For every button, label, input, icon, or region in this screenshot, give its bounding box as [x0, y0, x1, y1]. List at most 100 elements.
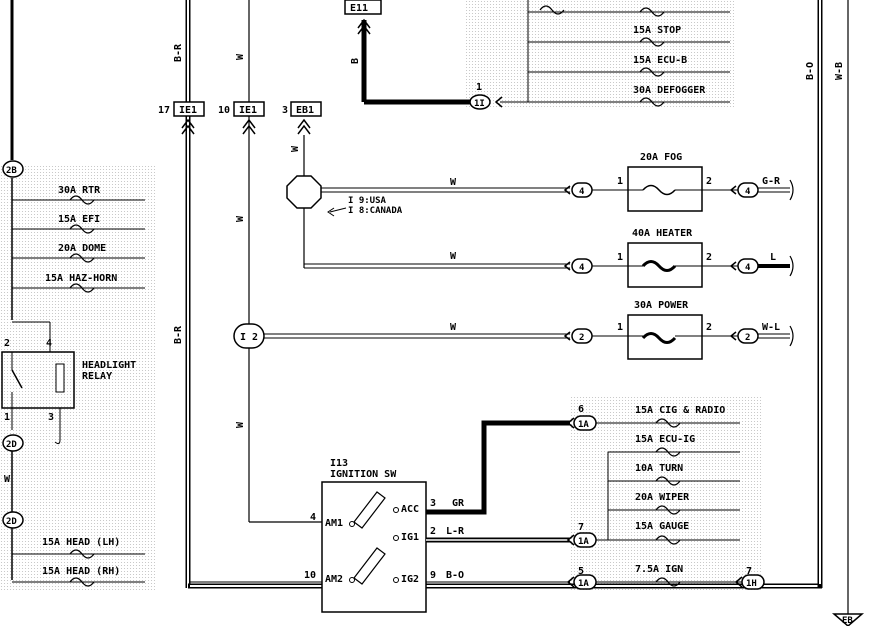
svg-text:1I: 1I	[474, 99, 485, 109]
main-vertical-wires: B-R B-R B-O W-B W W W W B	[173, 0, 849, 614]
fuse-block-left-shade	[0, 165, 155, 590]
right-fuse-block: 15A CIG & RADIO 15A ECU-IG 10A TURN 20A …	[596, 405, 742, 587]
svg-text:G-R: G-R	[762, 176, 781, 187]
headlight-relay-box	[1, 351, 75, 409]
svg-text:2: 2	[579, 333, 584, 343]
svg-text:4: 4	[579, 263, 585, 273]
wire-w-d: W	[290, 145, 301, 152]
svg-text:2: 2	[745, 333, 750, 343]
fuse-15a-head-lh-label: 15A HEAD (LH)	[42, 537, 120, 548]
svg-text:5: 5	[578, 566, 584, 577]
ignition-switch: I13 IGNITION SW AM1 AM2 ACC IG1 IG2 4 10…	[304, 458, 465, 613]
octagon-junction	[286, 175, 322, 209]
svg-text:3: 3	[282, 105, 288, 116]
fuse-30a-rtr-label: 30A RTR	[58, 185, 101, 196]
fuse-15a-ecu-ig-label: 15A ECU-IG	[635, 434, 695, 445]
wire-w-a: W	[235, 53, 246, 60]
wire-w-fog: W	[450, 177, 457, 188]
wire-w-c: W	[235, 421, 246, 428]
fuse-20a-fog: 20A FOG 1 2 4 4 G-R	[563, 152, 794, 212]
svg-text:IE1: IE1	[179, 105, 197, 116]
wire-br-mid: B-R	[173, 325, 184, 344]
svg-text:B-O: B-O	[446, 570, 464, 581]
junction-2b-label: 2B	[6, 166, 17, 176]
junction-2b	[2, 160, 24, 178]
svg-text:IG2: IG2	[401, 574, 419, 585]
fuse-30a-defogger-label: 30A DEFOGGER	[633, 85, 706, 96]
svg-text:1: 1	[617, 252, 623, 263]
svg-text:AM1: AM1	[325, 518, 343, 529]
svg-text:1: 1	[617, 176, 623, 187]
svg-text:AM2: AM2	[325, 574, 343, 585]
wire-br-top: B-R	[173, 43, 184, 62]
junction-2d-bottom-label: 2D	[6, 517, 17, 527]
svg-text:W-L: W-L	[762, 322, 780, 333]
svg-text:4: 4	[310, 512, 316, 523]
svg-text:2: 2	[706, 176, 712, 187]
svg-text:1A: 1A	[578, 579, 589, 589]
svg-text:1: 1	[617, 322, 623, 333]
relay-pin-4: 4	[46, 338, 52, 349]
svg-text:IG1: IG1	[401, 532, 419, 543]
fuse-20a-wiper-label: 20A WIPER	[635, 492, 690, 503]
junction-note-usa: I 9:USA	[348, 196, 387, 206]
fuse-15a-head-rh-label: 15A HEAD (RH)	[42, 566, 120, 577]
relay-pin-1: 1	[4, 412, 10, 423]
svg-text:ACC: ACC	[401, 504, 419, 515]
junction-2d-bottom	[2, 511, 24, 529]
fuse-15a-stop-label: 15A STOP	[633, 25, 681, 36]
connector-eb1-3: 3 EB1	[282, 101, 322, 135]
svg-text:I13: I13	[330, 458, 348, 469]
fuse-15a-efi-label: 15A EFI	[58, 214, 100, 225]
top-fuse-block: 15A STOP 15A ECU-B 30A DEFOGGER 1 1I	[469, 0, 730, 110]
junction-2d-top-label: 2D	[6, 440, 17, 450]
fuse-40a-heater: 40A HEATER 1 2 4 4 L	[563, 228, 794, 288]
svg-text:1A: 1A	[578, 537, 589, 547]
svg-text:40A HEATER: 40A HEATER	[632, 228, 693, 239]
svg-text:2: 2	[706, 322, 712, 333]
fuse-15a-ecu-b-label: 15A ECU-B	[633, 55, 687, 66]
svg-text:L: L	[770, 252, 776, 263]
junction-1i	[469, 94, 491, 110]
svg-text:2: 2	[706, 252, 712, 263]
junction-note-canada: I 8:CANADA	[348, 206, 403, 216]
svg-text:IE1: IE1	[239, 105, 257, 116]
connector-ie1-10: 10 IE1	[218, 101, 265, 135]
svg-text:E11: E11	[350, 3, 368, 14]
fuse-15a-haz-horn-label: 15A HAZ-HORN	[45, 273, 117, 284]
left-fuse-section: 30A RTR 15A EFI 20A DOME 15A HAZ-HORN 2B…	[1, 0, 145, 587]
svg-text:20A FOG: 20A FOG	[640, 152, 682, 163]
svg-text:9: 9	[430, 570, 436, 581]
headlight-relay-label-2: RELAY	[82, 371, 112, 382]
svg-text:7: 7	[578, 522, 584, 533]
svg-text:30A POWER: 30A POWER	[634, 300, 689, 311]
svg-text:10: 10	[304, 570, 316, 581]
octagon-junction-group: W W I 9:USA I 8:CANADA	[286, 175, 570, 269]
svg-text:IGNITION SW: IGNITION SW	[330, 469, 397, 480]
wire-bo-right: B-O	[805, 62, 816, 80]
fuse-block-top-shade	[466, 0, 734, 108]
wire-w-heater: W	[450, 251, 457, 262]
junction-i2	[233, 323, 265, 349]
wire-b-top: B	[350, 58, 361, 64]
svg-text:EB1: EB1	[296, 105, 314, 116]
relay-pin-3: 3	[48, 412, 54, 423]
fuse-7-5a-ign-label: 7.5A IGN	[635, 564, 683, 575]
ground-eb: EB	[831, 613, 865, 626]
fuse-15a-cig-radio-label: 15A CIG & RADIO	[635, 405, 725, 416]
svg-text:1H: 1H	[746, 579, 757, 589]
junction-i2-group: I 2 W	[233, 322, 570, 349]
svg-text:EB: EB	[842, 616, 853, 626]
svg-text:4: 4	[579, 187, 585, 197]
wire-w-b: W	[235, 215, 246, 222]
fuse-20a-dome-label: 20A DOME	[58, 243, 106, 254]
svg-text:2: 2	[430, 526, 436, 537]
svg-text:1A: 1A	[578, 420, 589, 430]
connector-top-e11: E11	[344, 0, 382, 35]
connector-ie1-17: 17 IE1	[158, 101, 205, 135]
svg-text:3: 3	[430, 498, 436, 509]
ignition-output-wires: 6 1A 7 1A 5 1A 7 1H	[190, 404, 765, 590]
fuse-15a-gauge-label: 15A GAUGE	[635, 521, 689, 532]
junction-2d-top	[2, 434, 24, 452]
svg-text:4: 4	[745, 263, 751, 273]
